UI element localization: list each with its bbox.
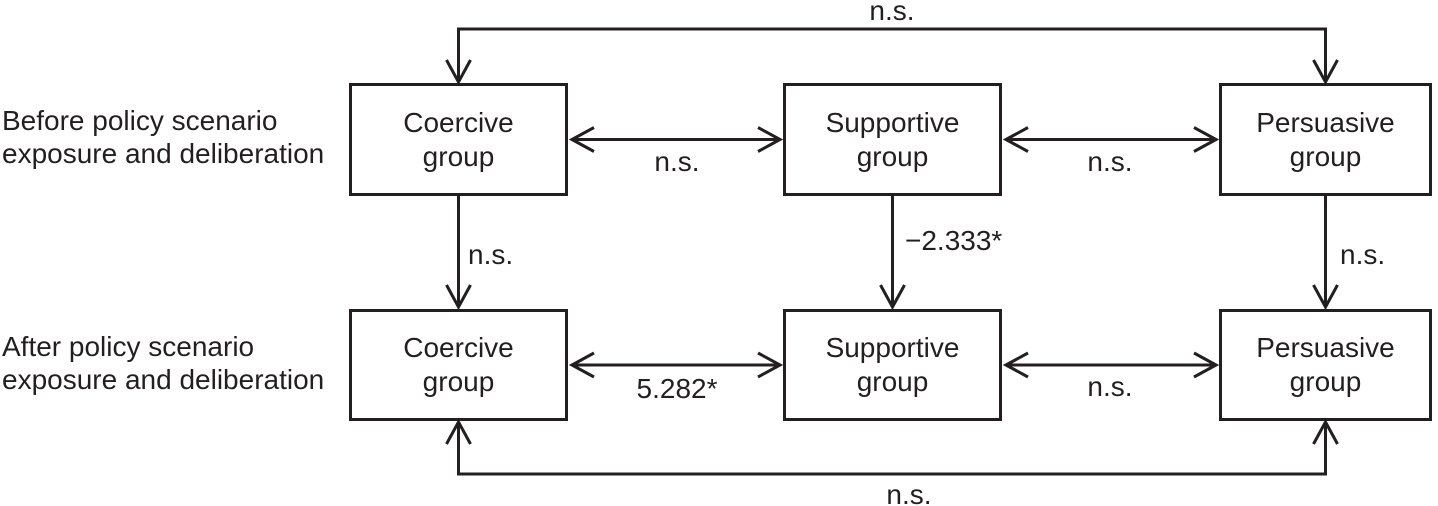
box-before-supportive: Supportive group xyxy=(783,83,1002,196)
label-before-coercive-supportive: n.s. xyxy=(654,146,700,177)
arrow-after-coercive-persuasive-arc xyxy=(459,422,1326,476)
box-after-coercive: Coercive group xyxy=(349,309,568,421)
before-row-label: Before policy scenario exposure and deli… xyxy=(2,105,325,169)
label-supportive-before-after: −2.333* xyxy=(905,225,1003,256)
label-after-coercive-persuasive: n.s. xyxy=(886,479,932,506)
box-after-supportive: Supportive group xyxy=(783,309,1002,421)
box-before-persuasive: Persuasive group xyxy=(1219,83,1432,196)
label-before-coercive-persuasive: n.s. xyxy=(869,0,915,26)
box-before-coercive: Coercive group xyxy=(349,83,568,196)
label-after-coercive-supportive: 5.282* xyxy=(636,373,718,404)
after-row-label: After policy scenario exposure and delib… xyxy=(2,331,325,395)
label-coercive-before-after: n.s. xyxy=(468,239,514,270)
label-persuasive-before-after: n.s. xyxy=(1340,239,1386,270)
label-before-supportive-persuasive: n.s. xyxy=(1087,146,1133,177)
arrow-before-coercive-persuasive-arc xyxy=(459,27,1326,82)
box-after-persuasive: Persuasive group xyxy=(1219,309,1432,421)
label-after-supportive-persuasive: n.s. xyxy=(1087,371,1133,402)
